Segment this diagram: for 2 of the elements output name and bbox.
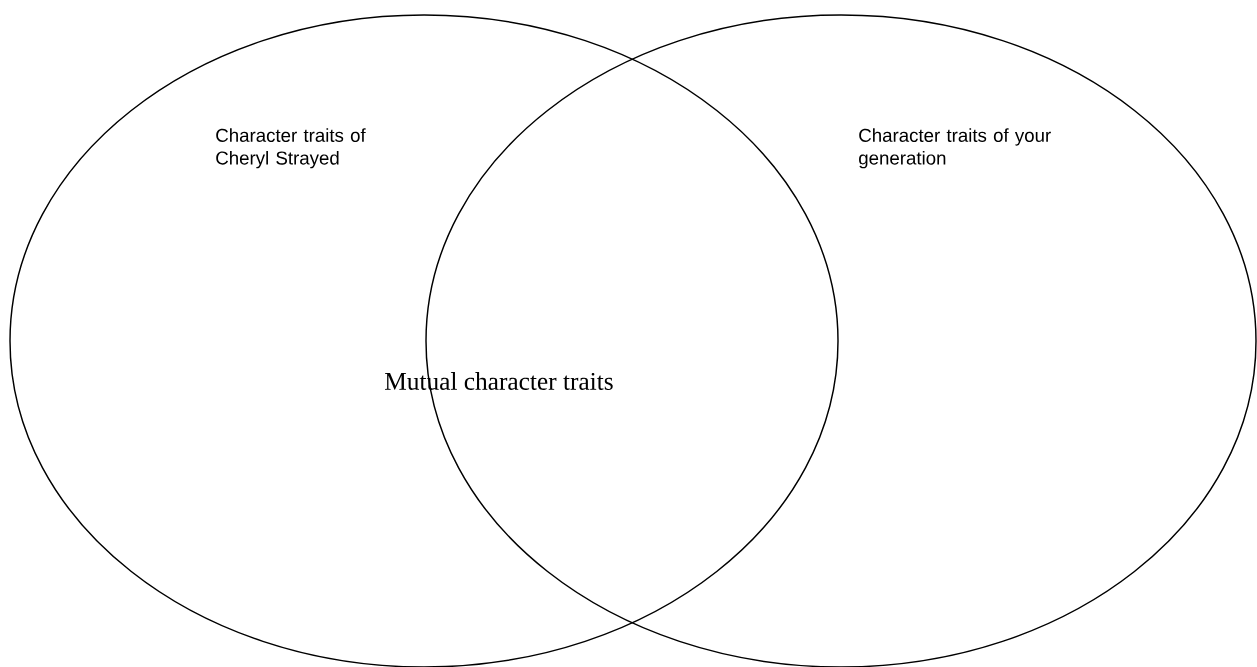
circle-label: Character traits of Cheryl Strayed: [216, 128, 366, 169]
circle-label: Character traits of your generation: [859, 128, 1051, 169]
